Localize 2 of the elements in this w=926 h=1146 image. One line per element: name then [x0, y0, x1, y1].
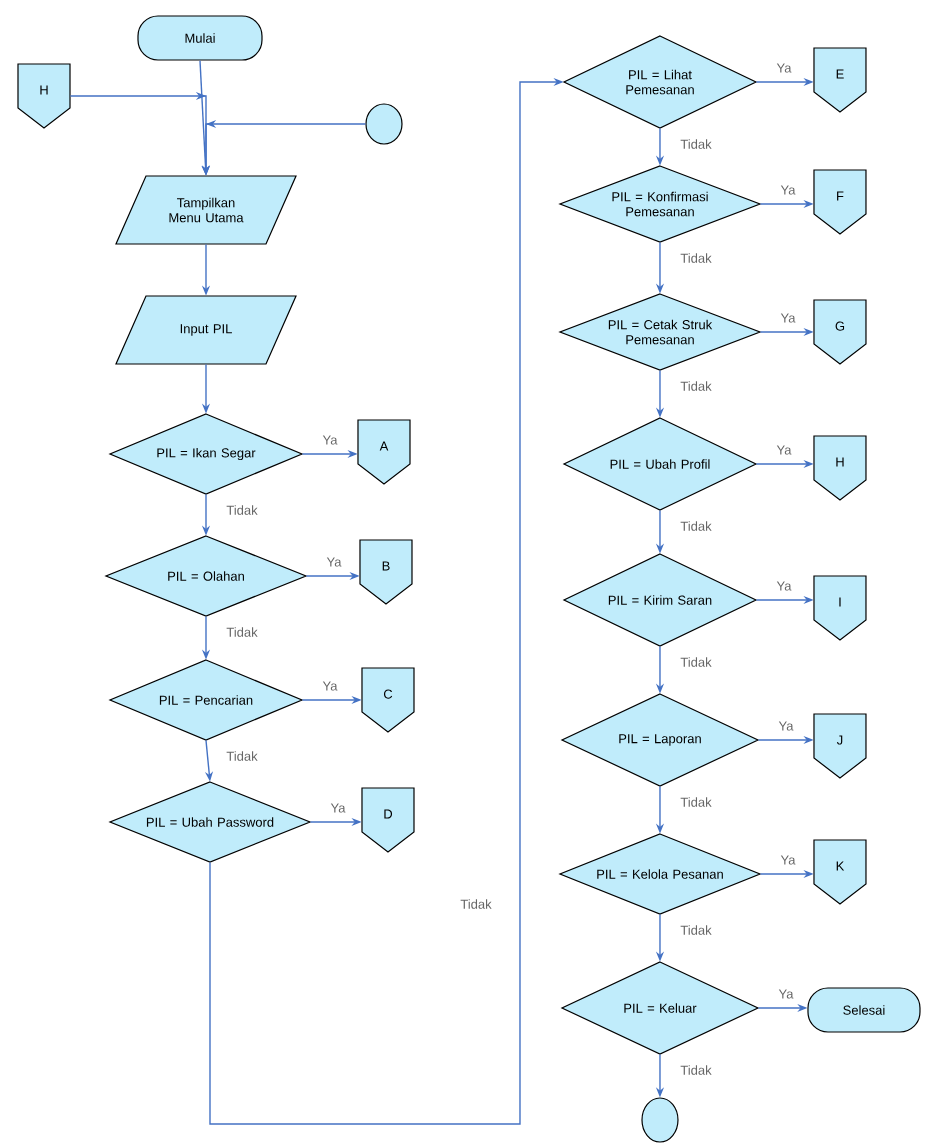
connector-circle	[641, 1097, 679, 1143]
connector-circle	[365, 103, 403, 145]
